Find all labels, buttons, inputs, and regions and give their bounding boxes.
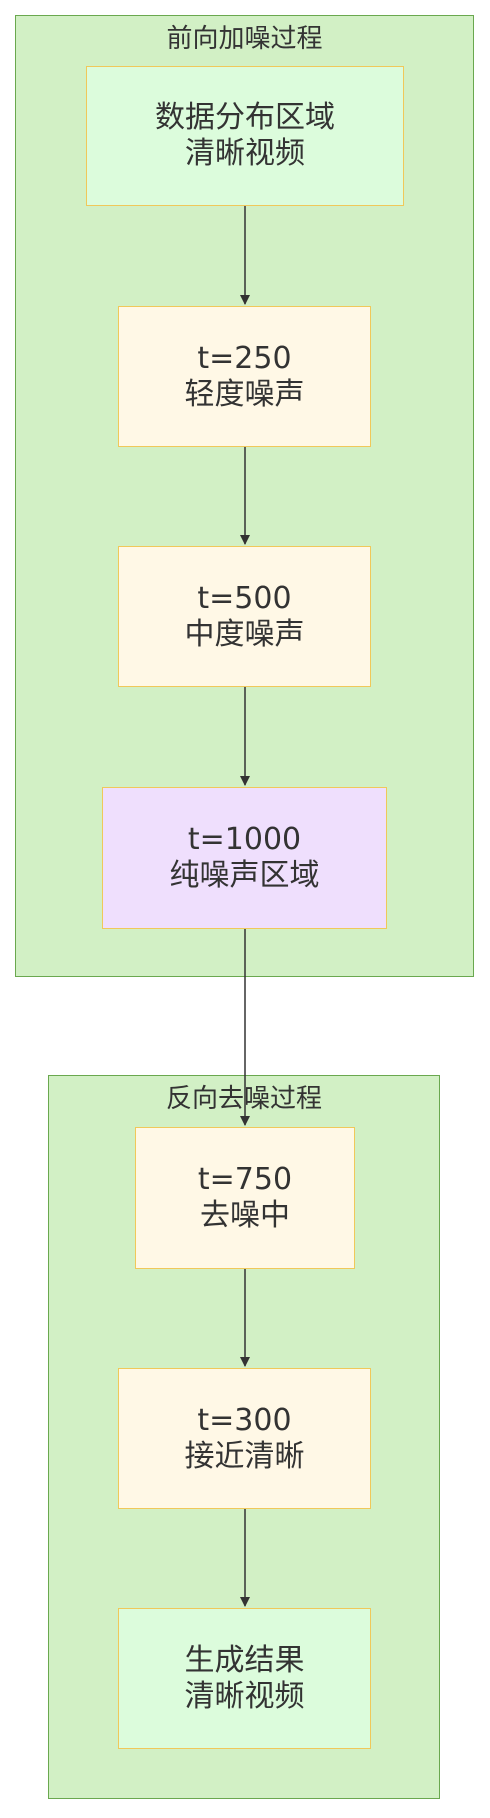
node-t250: t=250 轻度噪声 — [118, 306, 371, 447]
node-t750: t=750 去噪中 — [135, 1127, 355, 1269]
node-t1000: t=1000 纯噪声区域 — [102, 787, 387, 929]
node-t1000-line1: t=1000 — [187, 822, 302, 857]
node-t300-line2: 接近清晰 — [184, 1438, 305, 1474]
node-data-region-line1: 数据分布区域 — [155, 100, 335, 135]
node-result-line2: 清晰视频 — [184, 1678, 305, 1714]
node-data-region: 数据分布区域 清晰视频 — [86, 66, 404, 206]
node-t1000-line2: 纯噪声区域 — [169, 858, 320, 893]
node-t750-line2: 去噪中 — [200, 1198, 290, 1233]
node-t300-line1: t=300 — [197, 1402, 292, 1438]
node-t500-line2: 中度噪声 — [184, 616, 305, 652]
node-t750-line1: t=750 — [197, 1162, 293, 1197]
reverse-process-title: 反向去噪过程 — [165, 1084, 322, 1114]
node-result: 生成结果 清晰视频 — [118, 1608, 371, 1749]
forward-process-title: 前向加噪过程 — [166, 24, 323, 54]
node-t500: t=500 中度噪声 — [118, 546, 371, 687]
node-t250-line2: 轻度噪声 — [184, 376, 305, 412]
node-data-region-line2: 清晰视频 — [185, 136, 305, 171]
node-result-line1: 生成结果 — [184, 1642, 305, 1678]
node-t250-line1: t=250 — [197, 340, 292, 376]
node-t300: t=300 接近清晰 — [118, 1368, 371, 1509]
node-t500-line1: t=500 — [197, 580, 292, 616]
